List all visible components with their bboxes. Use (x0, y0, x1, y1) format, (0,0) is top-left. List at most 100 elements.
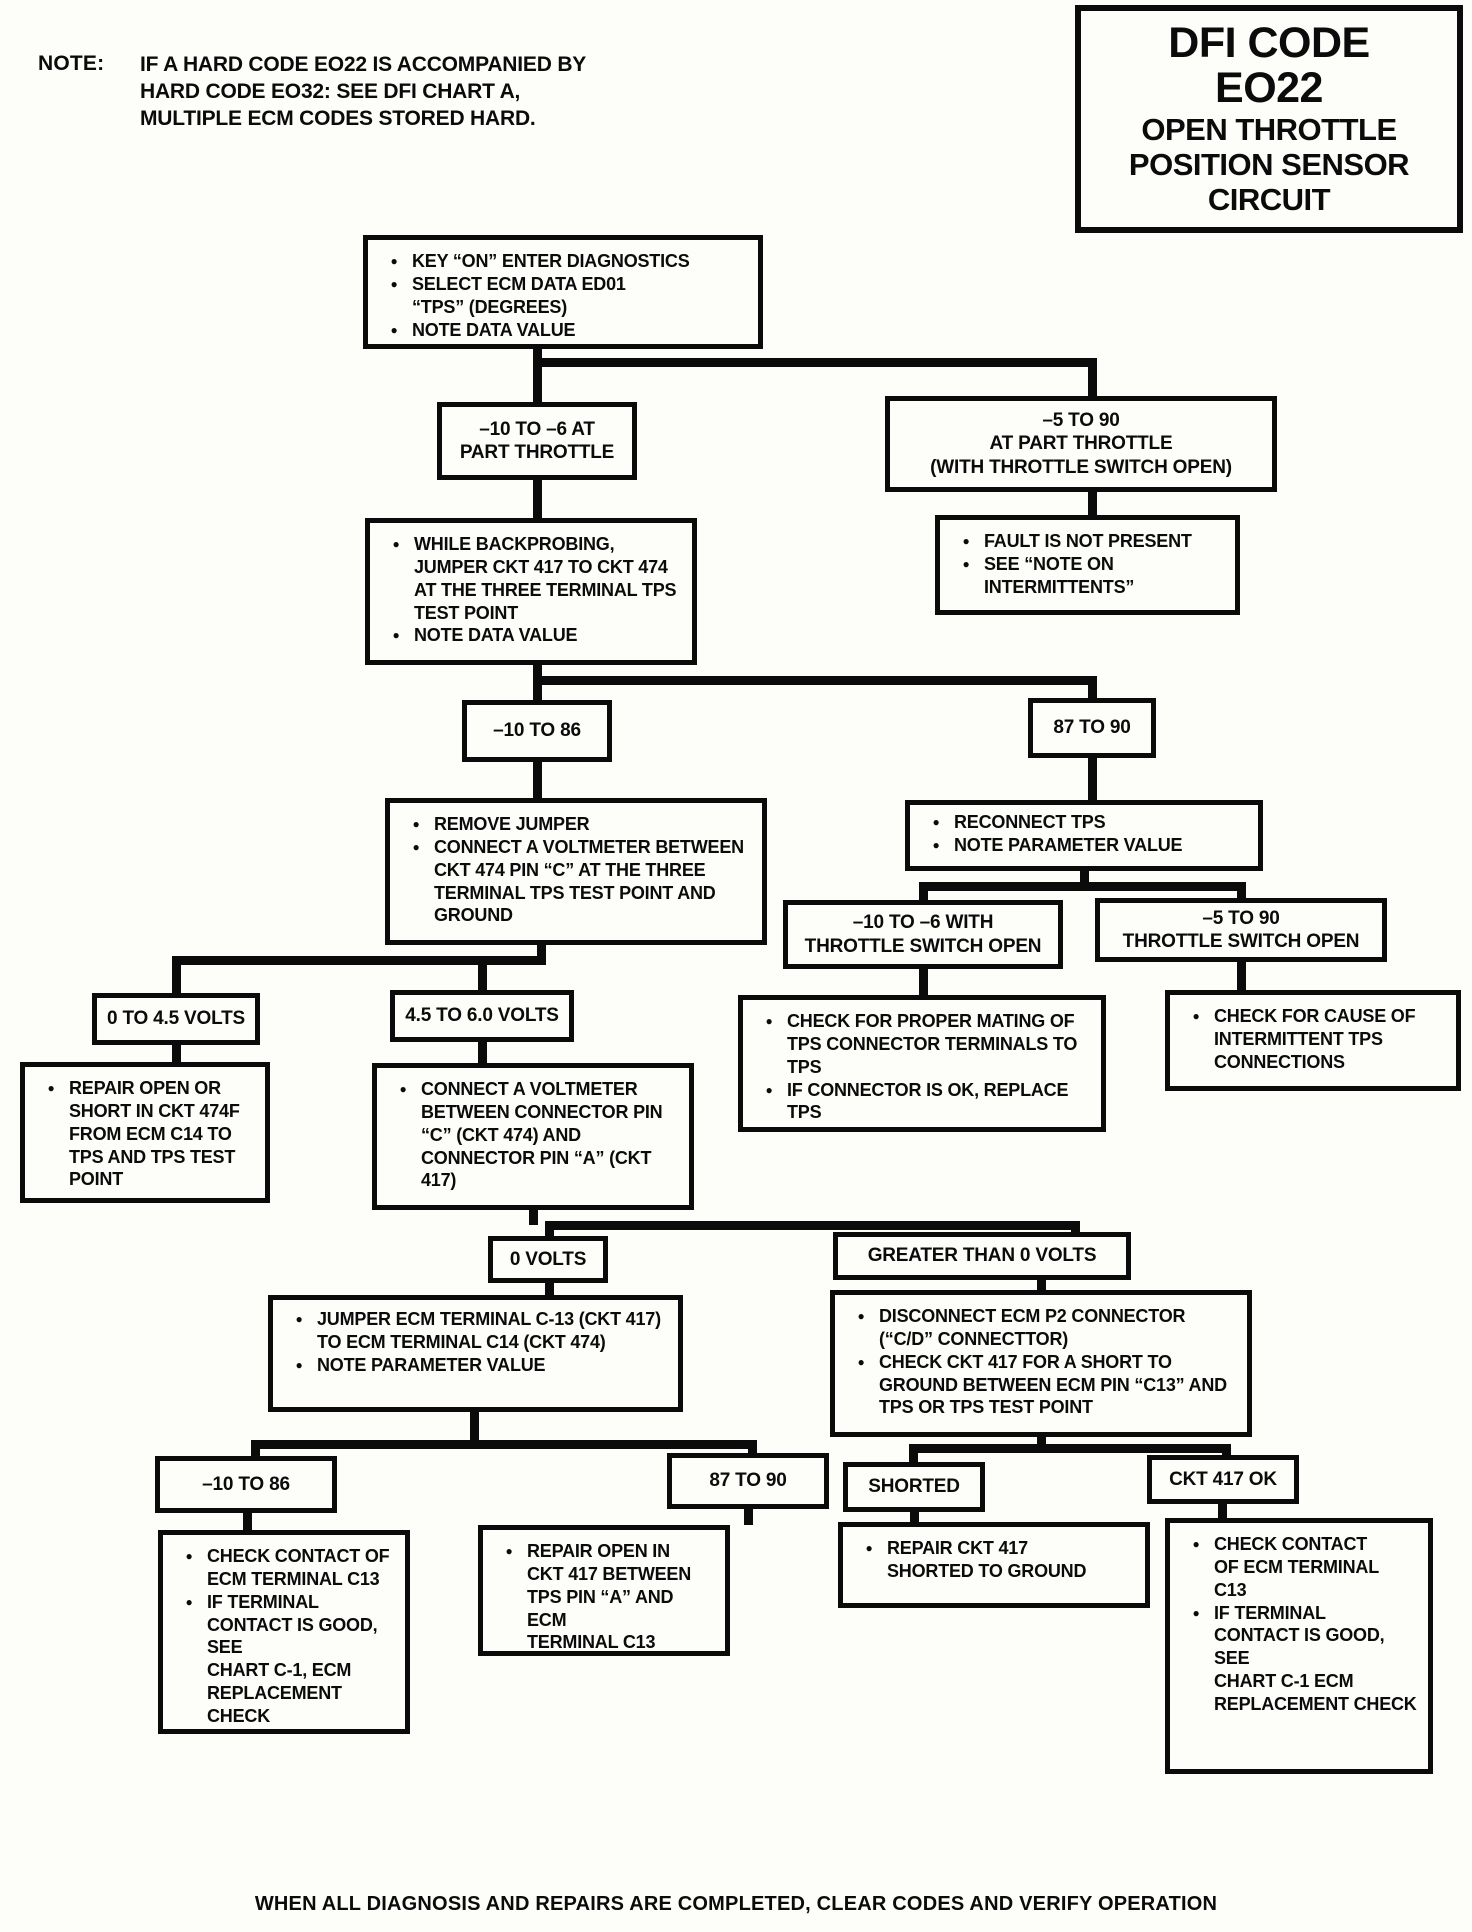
node-check-intermittent: ●CHECK FOR CAUSE OF INTERMITTENT TPS CON… (1165, 990, 1461, 1091)
connector (533, 363, 542, 402)
connector (545, 1225, 554, 1236)
node-label: SHORTED (868, 1476, 960, 1498)
connector (1088, 758, 1097, 800)
bullet-item: ●SEE “NOTE ON INTERMITTENTS” (948, 553, 1225, 599)
bullet-icon: ● (1192, 1537, 1200, 1551)
connector (1222, 1448, 1231, 1455)
node-label: GREATER THAN 0 VOLTS (867, 1245, 1097, 1267)
node-shorted: SHORTED (843, 1462, 985, 1512)
bullet-icon: ● (962, 534, 970, 548)
node-tsw-open-low: –10 TO –6 WITH THROTTLE SWITCH OPEN (783, 900, 1063, 969)
bullet-icon: ● (1192, 1009, 1200, 1023)
node-part-throttle-ok: –5 TO 90 AT PART THROTTLE (WITH THROTTLE… (885, 396, 1277, 492)
bullet-icon: ● (765, 1082, 773, 1097)
bullet-icon: ● (392, 537, 400, 551)
node-label: –10 TO –6 WITH THROTTLE SWITCH OPEN (804, 912, 1042, 957)
node-repair-open-417: ●REPAIR OPEN IN CKT 417 BETWEEN TPS PIN … (478, 1525, 730, 1656)
node-check-contact-c13-right: ●CHECK CONTACT OF ECM TERMINAL C13 ●IF T… (1165, 1518, 1433, 1774)
connector (172, 956, 546, 965)
connector (537, 945, 546, 960)
bullet-icon: ● (390, 276, 398, 291)
connector (1088, 492, 1097, 515)
connector (251, 1440, 757, 1449)
node-label: 87 TO 90 (1053, 717, 1131, 739)
bullet-item: ●NOTE DATA VALUE (378, 624, 682, 647)
connector (172, 1045, 181, 1062)
connector (919, 882, 1246, 891)
bullet-icon: ● (390, 322, 398, 337)
node-voltmeter-connector: ●CONNECT A VOLTMETER BETWEEN CONNECTOR P… (372, 1063, 694, 1210)
bullet-icon: ● (412, 817, 420, 831)
node-label: –5 TO 90 AT PART THROTTLE (WITH THROTTLE… (930, 410, 1232, 478)
node-label: –10 TO 86 (202, 1473, 290, 1495)
connector (919, 886, 928, 900)
bullet-icon: ● (392, 628, 400, 643)
bullet-icon: ● (185, 1549, 193, 1563)
node-volts-gt0: GREATER THAN 0 VOLTS (833, 1232, 1131, 1280)
node-volts-0-45: 0 TO 4.5 VOLTS (92, 993, 260, 1045)
connector (1088, 680, 1097, 698)
connector (1237, 962, 1246, 990)
node-volts-0: 0 VOLTS (488, 1236, 608, 1283)
node-label: 4.5 TO 6.0 VOLTS (405, 1005, 559, 1027)
bullet-icon: ● (962, 556, 970, 571)
connector (919, 969, 928, 995)
bullet-icon: ● (932, 815, 940, 829)
bullet-item: ●IF TERMINAL CONTACT IS GOOD, SEE CHART … (1178, 1602, 1418, 1716)
bullet-icon: ● (857, 1354, 865, 1369)
bullet-icon: ● (399, 1082, 407, 1096)
connector (533, 676, 1097, 685)
connector (1071, 1225, 1080, 1232)
bullet-item: ●REPAIR CKT 417 SHORTED TO GROUND (851, 1537, 1135, 1583)
node-ckt417-ok: CKT 417 OK (1147, 1455, 1299, 1504)
node-part-throttle-low: –10 TO –6 AT PART THROTTLE (437, 402, 637, 480)
connector (1237, 886, 1246, 898)
node-check-mating: ●CHECK FOR PROPER MATING OF TPS CONNECTO… (738, 995, 1106, 1132)
node-label: 0 TO 4.5 VOLTS (107, 1008, 245, 1030)
bullet-item: ●CHECK CKT 417 FOR A SHORT TO GROUND BET… (843, 1351, 1237, 1420)
bullet-icon: ● (295, 1312, 303, 1326)
title-line: EO22 (1215, 64, 1323, 113)
node-label: 87 TO 90 (709, 1470, 787, 1492)
node-jumper-c13-c14: ●JUMPER ECM TERMINAL C-13 (CKT 417) TO E… (268, 1295, 683, 1412)
bullet-icon: ● (932, 837, 940, 852)
bullet-icon: ● (865, 1541, 873, 1555)
connector (533, 358, 1097, 367)
bullet-icon: ● (390, 254, 398, 268)
title-line: OPEN THROTTLE (1141, 111, 1397, 147)
node-repair-417-short: ●REPAIR CKT 417 SHORTED TO GROUND (838, 1522, 1150, 1608)
node-label: CKT 417 OK (1169, 1468, 1277, 1490)
bullet-item: ●WHILE BACKPROBING, JUMPER CKT 417 TO CK… (378, 533, 682, 624)
connector (478, 960, 487, 990)
bullet-item: ●NOTE DATA VALUE (376, 319, 748, 342)
node-range2-neg10-86: –10 TO 86 (155, 1456, 337, 1513)
connector (533, 480, 542, 518)
connector (478, 1042, 487, 1063)
bullet-item: ●NOTE PARAMETER VALUE (918, 834, 1248, 857)
note-text: IF A HARD CODE EO22 IS ACCOMPANIED BY HA… (140, 53, 587, 130)
node-fault-not-present: ●FAULT IS NOT PRESENT ●SEE “NOTE ON INTE… (935, 515, 1240, 615)
connector (910, 1512, 919, 1522)
node-tsw-open-ok: –5 TO 90 THROTTLE SWITCH OPEN (1095, 898, 1387, 962)
connector (1037, 1437, 1046, 1447)
node-reconnect-tps: ●RECONNECT TPS ●NOTE PARAMETER VALUE (905, 800, 1263, 871)
connector (533, 680, 542, 700)
connector (744, 1509, 753, 1525)
bullet-icon: ● (1192, 1605, 1200, 1620)
connector (251, 1444, 260, 1456)
bullet-item: ●CONNECT A VOLTMETER BETWEEN CKT 474 PIN… (398, 836, 752, 927)
bullet-icon: ● (185, 1594, 193, 1609)
bullet-icon: ● (295, 1357, 303, 1372)
connector (470, 1412, 479, 1444)
node-remove-jumper: ●REMOVE JUMPER ●CONNECT A VOLTMETER BETW… (385, 798, 767, 945)
bullet-item: ●IF TERMINAL CONTACT IS GOOD, SEE CHART … (171, 1591, 395, 1728)
node-label: –5 TO 90 THROTTLE SWITCH OPEN (1122, 907, 1360, 952)
connector (533, 762, 542, 798)
node-check-contact-c13-left: ●CHECK CONTACT OF ECM TERMINAL C13 ●IF T… (158, 1530, 410, 1734)
connector (1080, 871, 1089, 886)
bullet-item: ●SELECT ECM DATA ED01 “TPS” (DEGREES) (376, 273, 748, 319)
connector (1088, 363, 1097, 396)
connector (545, 1221, 1080, 1230)
node-volts-45-60: 4.5 TO 6.0 VOLTS (390, 990, 574, 1042)
title-line: DFI CODE (1168, 19, 1370, 68)
